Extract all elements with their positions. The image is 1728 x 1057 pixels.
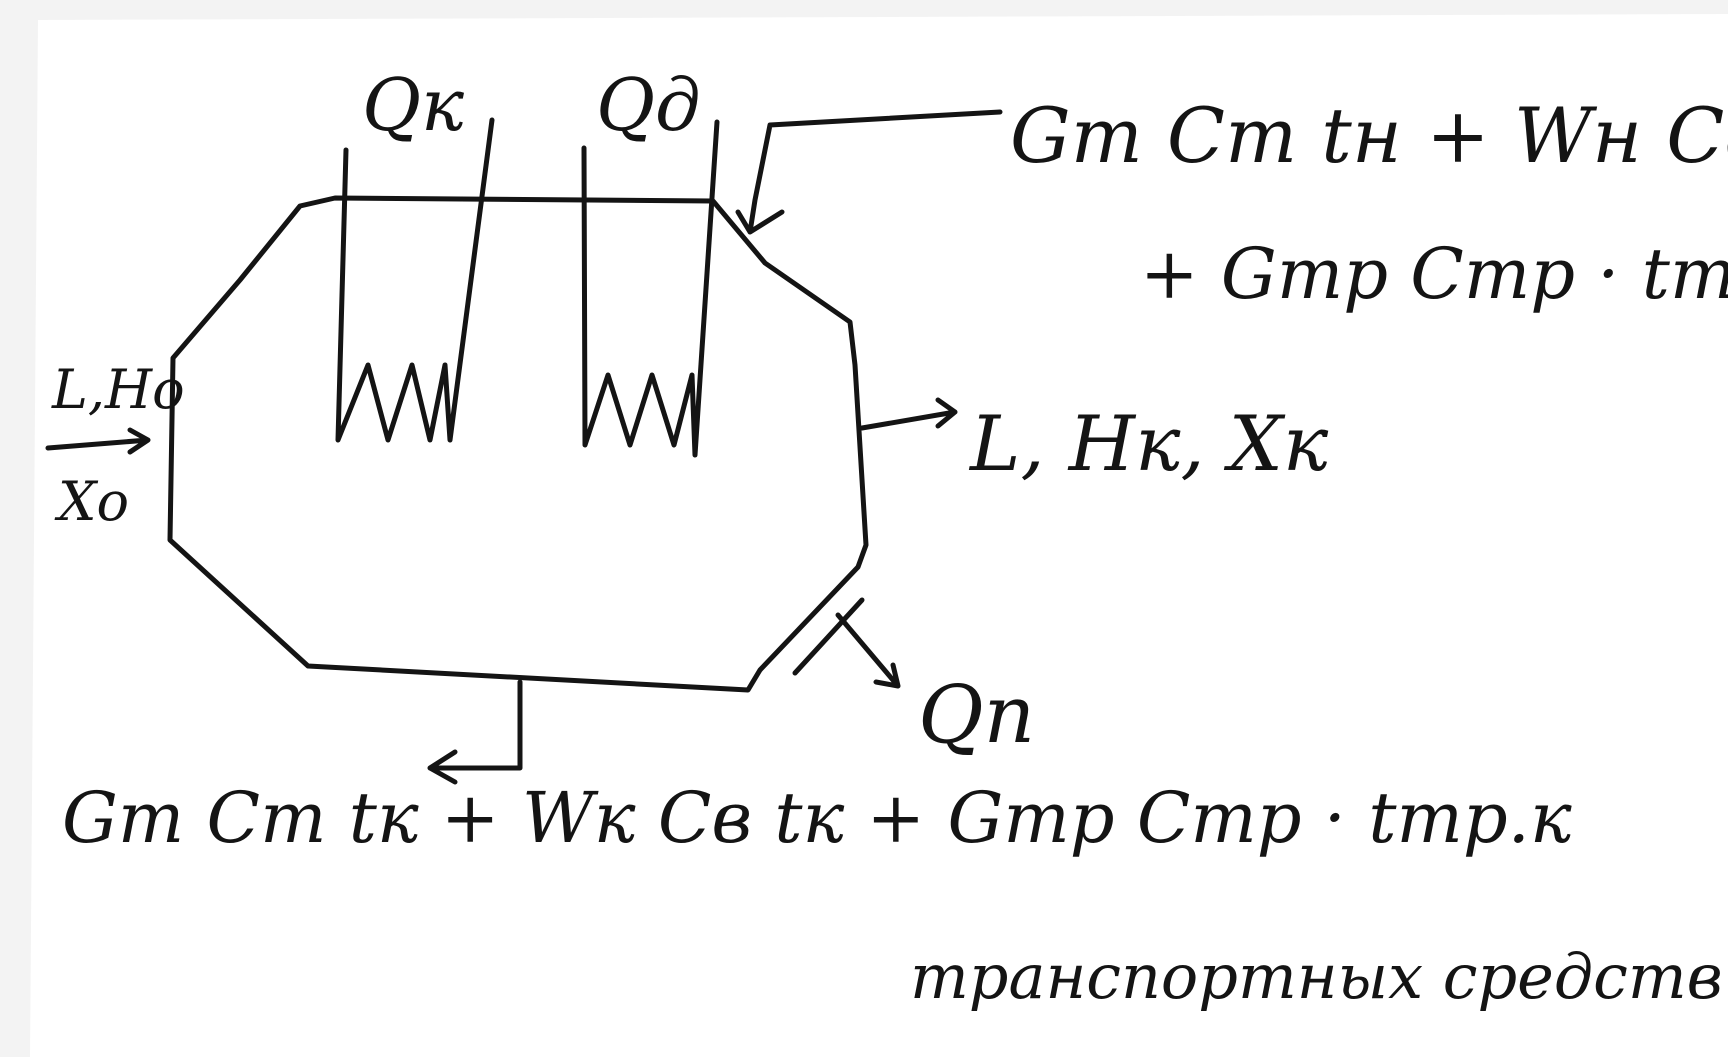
- outlet-material-formula: Gт Cт tк + Wк Cв tк + Gтр Cтр · tтр.к: [62, 777, 1572, 859]
- outlet-air-label: L, Hк, Xк: [968, 399, 1329, 488]
- inlet-material-arrow: [735, 109, 1003, 235]
- heater-qk-coil: [335, 117, 495, 443]
- heater-qk: [335, 117, 495, 443]
- inlet-air-arrow: [45, 427, 151, 455]
- heater-qd-coil: [581, 119, 720, 458]
- inlet-material-formula-2: + Gтр Cтр · tтр.н: [1140, 233, 1728, 315]
- outlet-material-arrow: [427, 679, 523, 785]
- paper-sheet: [30, 14, 1728, 1057]
- heat-loss-arrow: [835, 612, 901, 689]
- outlet-air-arrow: [859, 397, 958, 431]
- heat-loss-wall: [792, 597, 865, 676]
- label-qk: Qк: [362, 63, 464, 147]
- inlet-material-formula-1: Gт Cт tн + Wн Cв tн +: [1010, 91, 1728, 180]
- inlet-air-label-2: Xо: [54, 470, 129, 533]
- heater-qd: [581, 119, 720, 458]
- label-qd: Qд: [596, 63, 701, 147]
- footnote: транспортных средств.: [910, 940, 1728, 1013]
- dryer-chamber-outline: [167, 195, 869, 693]
- inlet-air-label-1: L,Hо: [51, 358, 185, 421]
- label-qp: Qп: [918, 668, 1035, 761]
